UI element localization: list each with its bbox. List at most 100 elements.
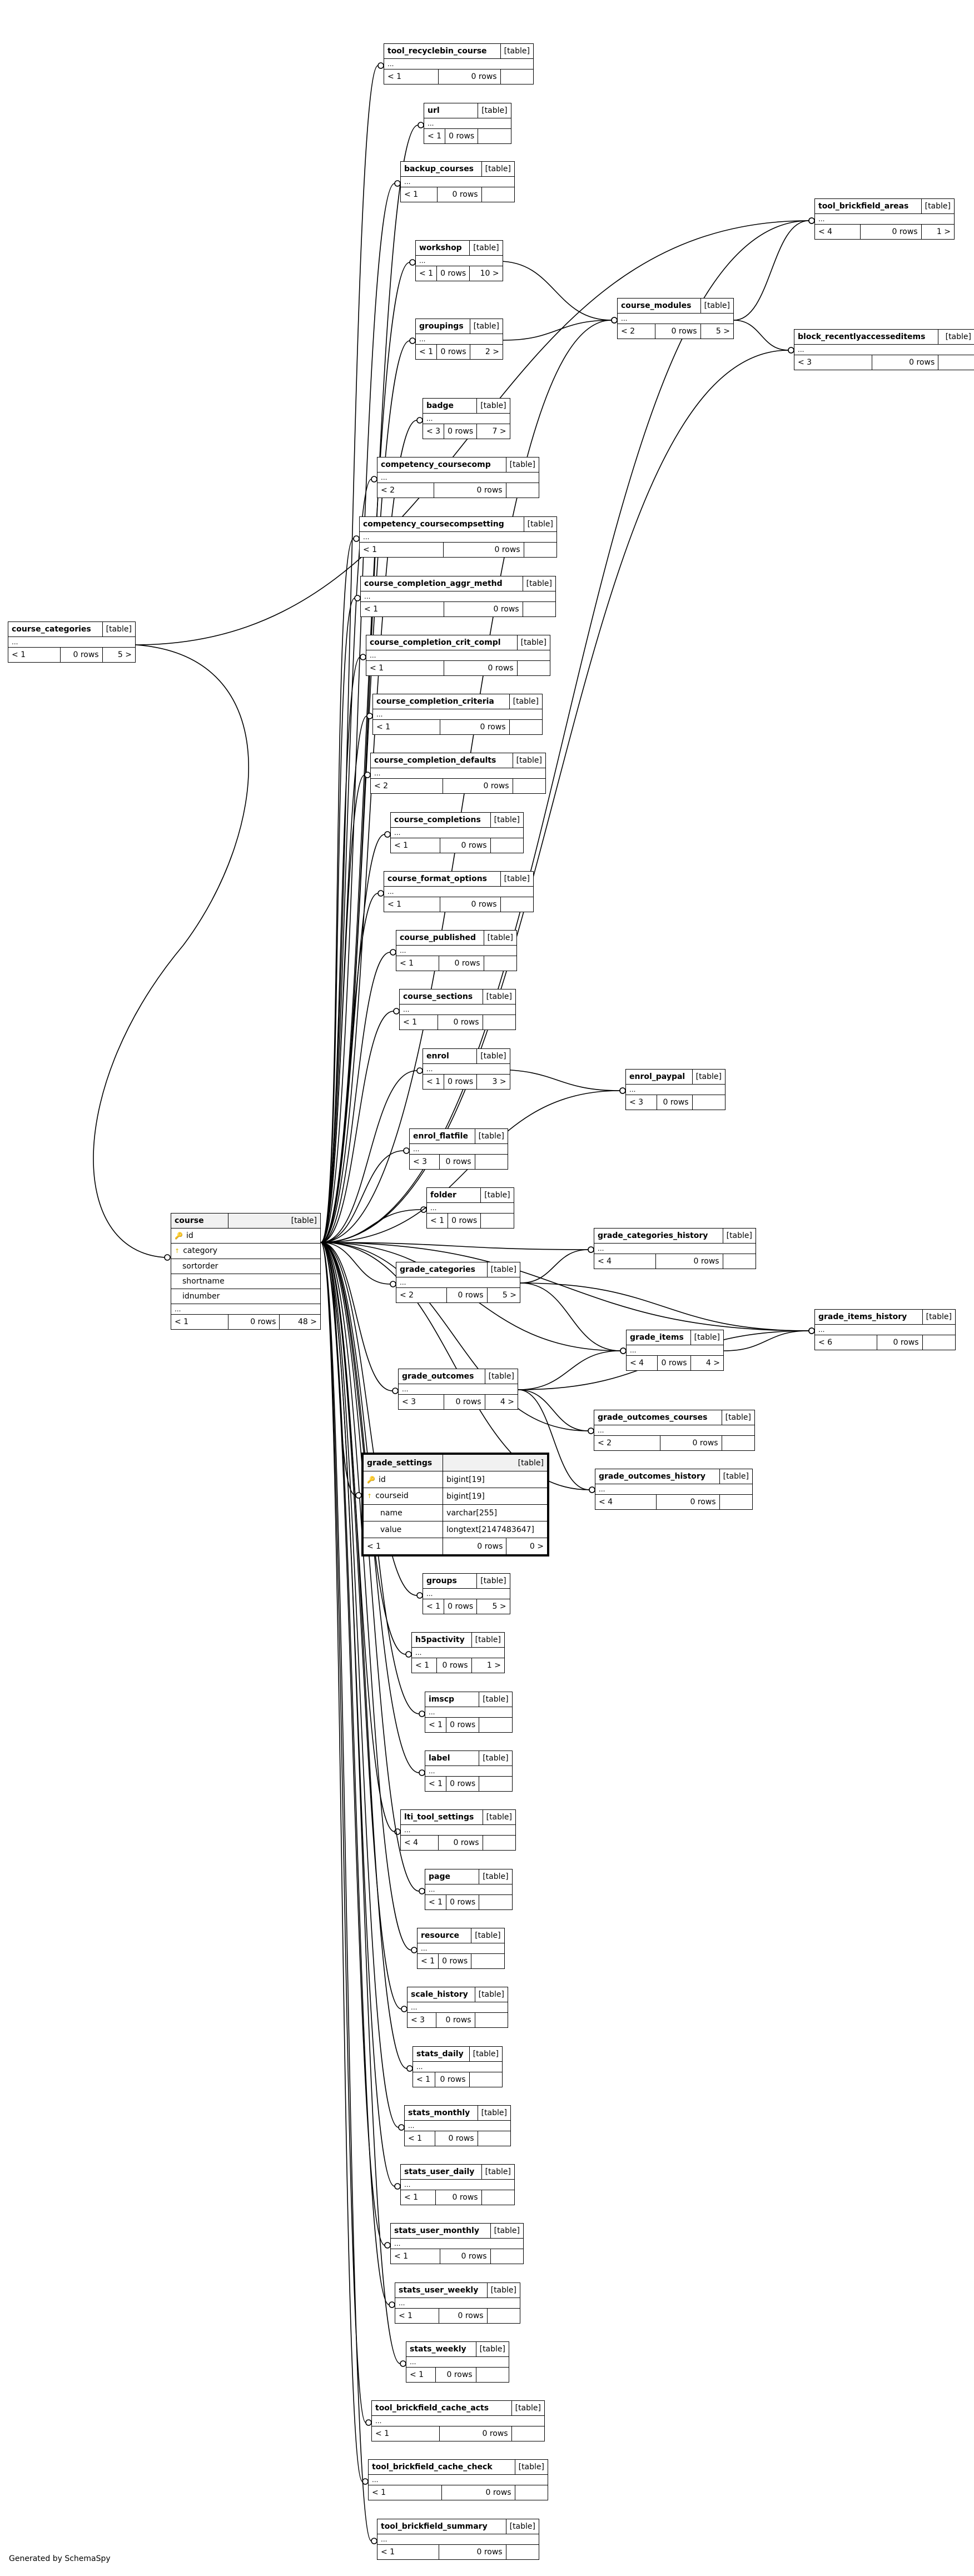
- children-count[interactable]: [721, 1435, 756, 1451]
- children-count[interactable]: [719, 1494, 753, 1510]
- parents-count[interactable]: < 1: [400, 187, 438, 202]
- table-stats-daily[interactable]: stats_daily [table] ... < 1 0 rows: [412, 2046, 503, 2087]
- parents-count[interactable]: < 2: [617, 324, 656, 339]
- parents-count[interactable]: < 1: [406, 2367, 436, 2383]
- children-count[interactable]: [474, 2012, 509, 2028]
- parents-count[interactable]: < 1: [7, 647, 61, 663]
- parents-count[interactable]: < 1: [404, 2131, 435, 2146]
- parents-count[interactable]: < 1: [411, 1658, 437, 1673]
- table-badge[interactable]: badge [table] ... < 3 0 rows 7 >: [422, 398, 510, 439]
- children-count[interactable]: [482, 1835, 516, 1851]
- table-grade-items-history[interactable]: grade_items_history [table] ... < 6 0 ro…: [814, 1309, 956, 1350]
- children-count[interactable]: 5 >: [486, 1287, 521, 1303]
- parents-count[interactable]: < 2: [370, 778, 444, 794]
- table-grade-categories[interactable]: grade_categories [table] ... < 2 0 rows …: [396, 1262, 521, 1303]
- children-count[interactable]: 3 >: [476, 1074, 510, 1090]
- children-count[interactable]: [922, 1335, 956, 1350]
- children-count[interactable]: 1 >: [471, 1658, 505, 1673]
- children-count[interactable]: [514, 2485, 549, 2500]
- table-grade-items[interactable]: grade_items [table] ... < 4 0 rows 4 >: [625, 1330, 724, 1371]
- table-stats-weekly[interactable]: stats_weekly [table] ... < 1 0 rows: [406, 2341, 510, 2383]
- table-tool-brickfield-cache-acts[interactable]: tool_brickfield_cache_acts [table] ... <…: [371, 2400, 545, 2441]
- children-count[interactable]: [481, 187, 515, 202]
- table-course-modules[interactable]: course_modules [table] ... < 2 0 rows 5 …: [617, 298, 734, 339]
- children-count[interactable]: [475, 2367, 510, 2383]
- parents-count[interactable]: < 1: [426, 1213, 449, 1229]
- table-course-completion-defaults[interactable]: course_completion_defaults [table] ... <…: [370, 753, 546, 794]
- parents-count[interactable]: < 4: [625, 1355, 658, 1371]
- parents-count[interactable]: < 1: [383, 69, 439, 84]
- table-imscp[interactable]: imscp [table] ... < 1 0 rows: [424, 1692, 513, 1733]
- table-course-completions[interactable]: course_completions [table] ... < 1 0 row…: [390, 812, 524, 853]
- parents-count[interactable]: < 1: [371, 2426, 440, 2441]
- table-course-completion-criteria[interactable]: course_completion_criteria [table] ... <…: [372, 694, 543, 735]
- parents-count[interactable]: < 2: [377, 483, 434, 498]
- parents-count[interactable]: < 1: [366, 660, 444, 676]
- table-course-completion-crit-compl[interactable]: course_completion_crit_compl [table] ...…: [366, 635, 551, 676]
- parents-count[interactable]: < 1: [424, 1894, 447, 1910]
- table-groupings[interactable]: groupings [table] ... < 1 0 rows 2 >: [415, 319, 504, 360]
- parents-count[interactable]: < 4: [594, 1494, 657, 1510]
- children-count[interactable]: [486, 2308, 521, 2324]
- children-count[interactable]: [469, 2072, 503, 2087]
- children-count[interactable]: 48 >: [279, 1314, 321, 1330]
- children-count[interactable]: [482, 1015, 516, 1030]
- table-workshop[interactable]: workshop [table] ... < 1 0 rows 10 >: [415, 240, 503, 281]
- children-count[interactable]: 1 >: [921, 224, 955, 240]
- children-count[interactable]: [479, 1776, 513, 1792]
- parents-count[interactable]: < 1: [376, 2544, 440, 2560]
- table-competency-coursecomp[interactable]: competency_coursecomp [table] ... < 2 0 …: [377, 457, 540, 498]
- parents-count[interactable]: < 1: [390, 2249, 440, 2264]
- children-count[interactable]: [471, 1953, 505, 1969]
- children-count[interactable]: 5 >: [700, 324, 734, 339]
- children-count[interactable]: [481, 2190, 515, 2205]
- children-count[interactable]: 5 >: [102, 647, 136, 663]
- parents-count[interactable]: < 3: [407, 2012, 436, 2028]
- children-count[interactable]: [523, 542, 558, 558]
- children-count[interactable]: [490, 2249, 524, 2264]
- table-tool-brickfield-areas[interactable]: tool_brickfield_areas [table] ... < 4 0 …: [814, 198, 955, 240]
- table-enrol[interactable]: enrol [table] ... < 1 0 rows 3 >: [422, 1048, 510, 1090]
- table-stats-user-monthly[interactable]: stats_user_monthly [table] ... < 1 0 row…: [390, 2223, 524, 2264]
- table-tool-brickfield-summary[interactable]: tool_brickfield_summary [table] ... < 1 …: [376, 2519, 540, 2560]
- children-count[interactable]: [512, 778, 546, 794]
- table-resource[interactable]: resource [table] ... < 1 0 rows: [416, 1928, 505, 1969]
- parents-count[interactable]: < 1: [412, 2072, 436, 2087]
- children-count[interactable]: [516, 660, 551, 676]
- children-count[interactable]: [474, 1154, 509, 1170]
- children-count[interactable]: [478, 128, 511, 144]
- table-course[interactable]: course [table] 🔑id ↑category sortorder s…: [171, 1213, 321, 1330]
- table-label[interactable]: label [table] ... < 1 0 rows: [424, 1751, 513, 1792]
- parents-count[interactable]: < 1: [422, 1599, 445, 1614]
- table-stats-user-daily[interactable]: stats_user_daily [table] ... < 1 0 rows: [400, 2164, 515, 2205]
- parents-count[interactable]: < 1: [423, 128, 446, 144]
- children-count[interactable]: [479, 1717, 513, 1733]
- table-folder[interactable]: folder [table] ... < 1 0 rows: [426, 1187, 514, 1229]
- parents-count[interactable]: < 1: [394, 2308, 440, 2324]
- parents-count[interactable]: < 1: [360, 601, 445, 617]
- parents-count[interactable]: < 1: [422, 1074, 445, 1090]
- children-count[interactable]: [509, 719, 543, 735]
- parents-count[interactable]: < 1: [415, 266, 438, 281]
- children-count[interactable]: [522, 601, 556, 617]
- table-course-categories[interactable]: course_categories [table] ... < 1 0 rows…: [7, 621, 136, 663]
- table-backup-courses[interactable]: backup_courses [table] ... < 1 0 rows: [400, 161, 515, 202]
- parents-count[interactable]: < 1: [368, 2485, 442, 2500]
- table-lti-tool-settings[interactable]: lti_tool_settings [table] ... < 4 0 rows: [400, 1809, 516, 1851]
- table-page[interactable]: page [table] ... < 1 0 rows: [424, 1869, 513, 1910]
- parents-count[interactable]: < 1: [359, 542, 444, 558]
- children-count[interactable]: 5 >: [476, 1599, 510, 1614]
- children-count[interactable]: 4 >: [484, 1394, 519, 1410]
- parents-count[interactable]: < 1: [372, 719, 440, 735]
- children-count[interactable]: [500, 897, 534, 912]
- children-count[interactable]: [479, 1894, 513, 1910]
- children-count[interactable]: [938, 355, 974, 370]
- parents-count[interactable]: < 1: [416, 1953, 439, 1969]
- children-count[interactable]: [490, 838, 524, 853]
- table-course-completion-aggr-methd[interactable]: course_completion_aggr_methd [table] ...…: [360, 576, 556, 617]
- children-count[interactable]: 2 >: [469, 344, 504, 360]
- children-count[interactable]: [483, 956, 518, 971]
- table-groups[interactable]: groups [table] ... < 1 0 rows 5 >: [422, 1573, 510, 1614]
- children-count[interactable]: [505, 483, 540, 498]
